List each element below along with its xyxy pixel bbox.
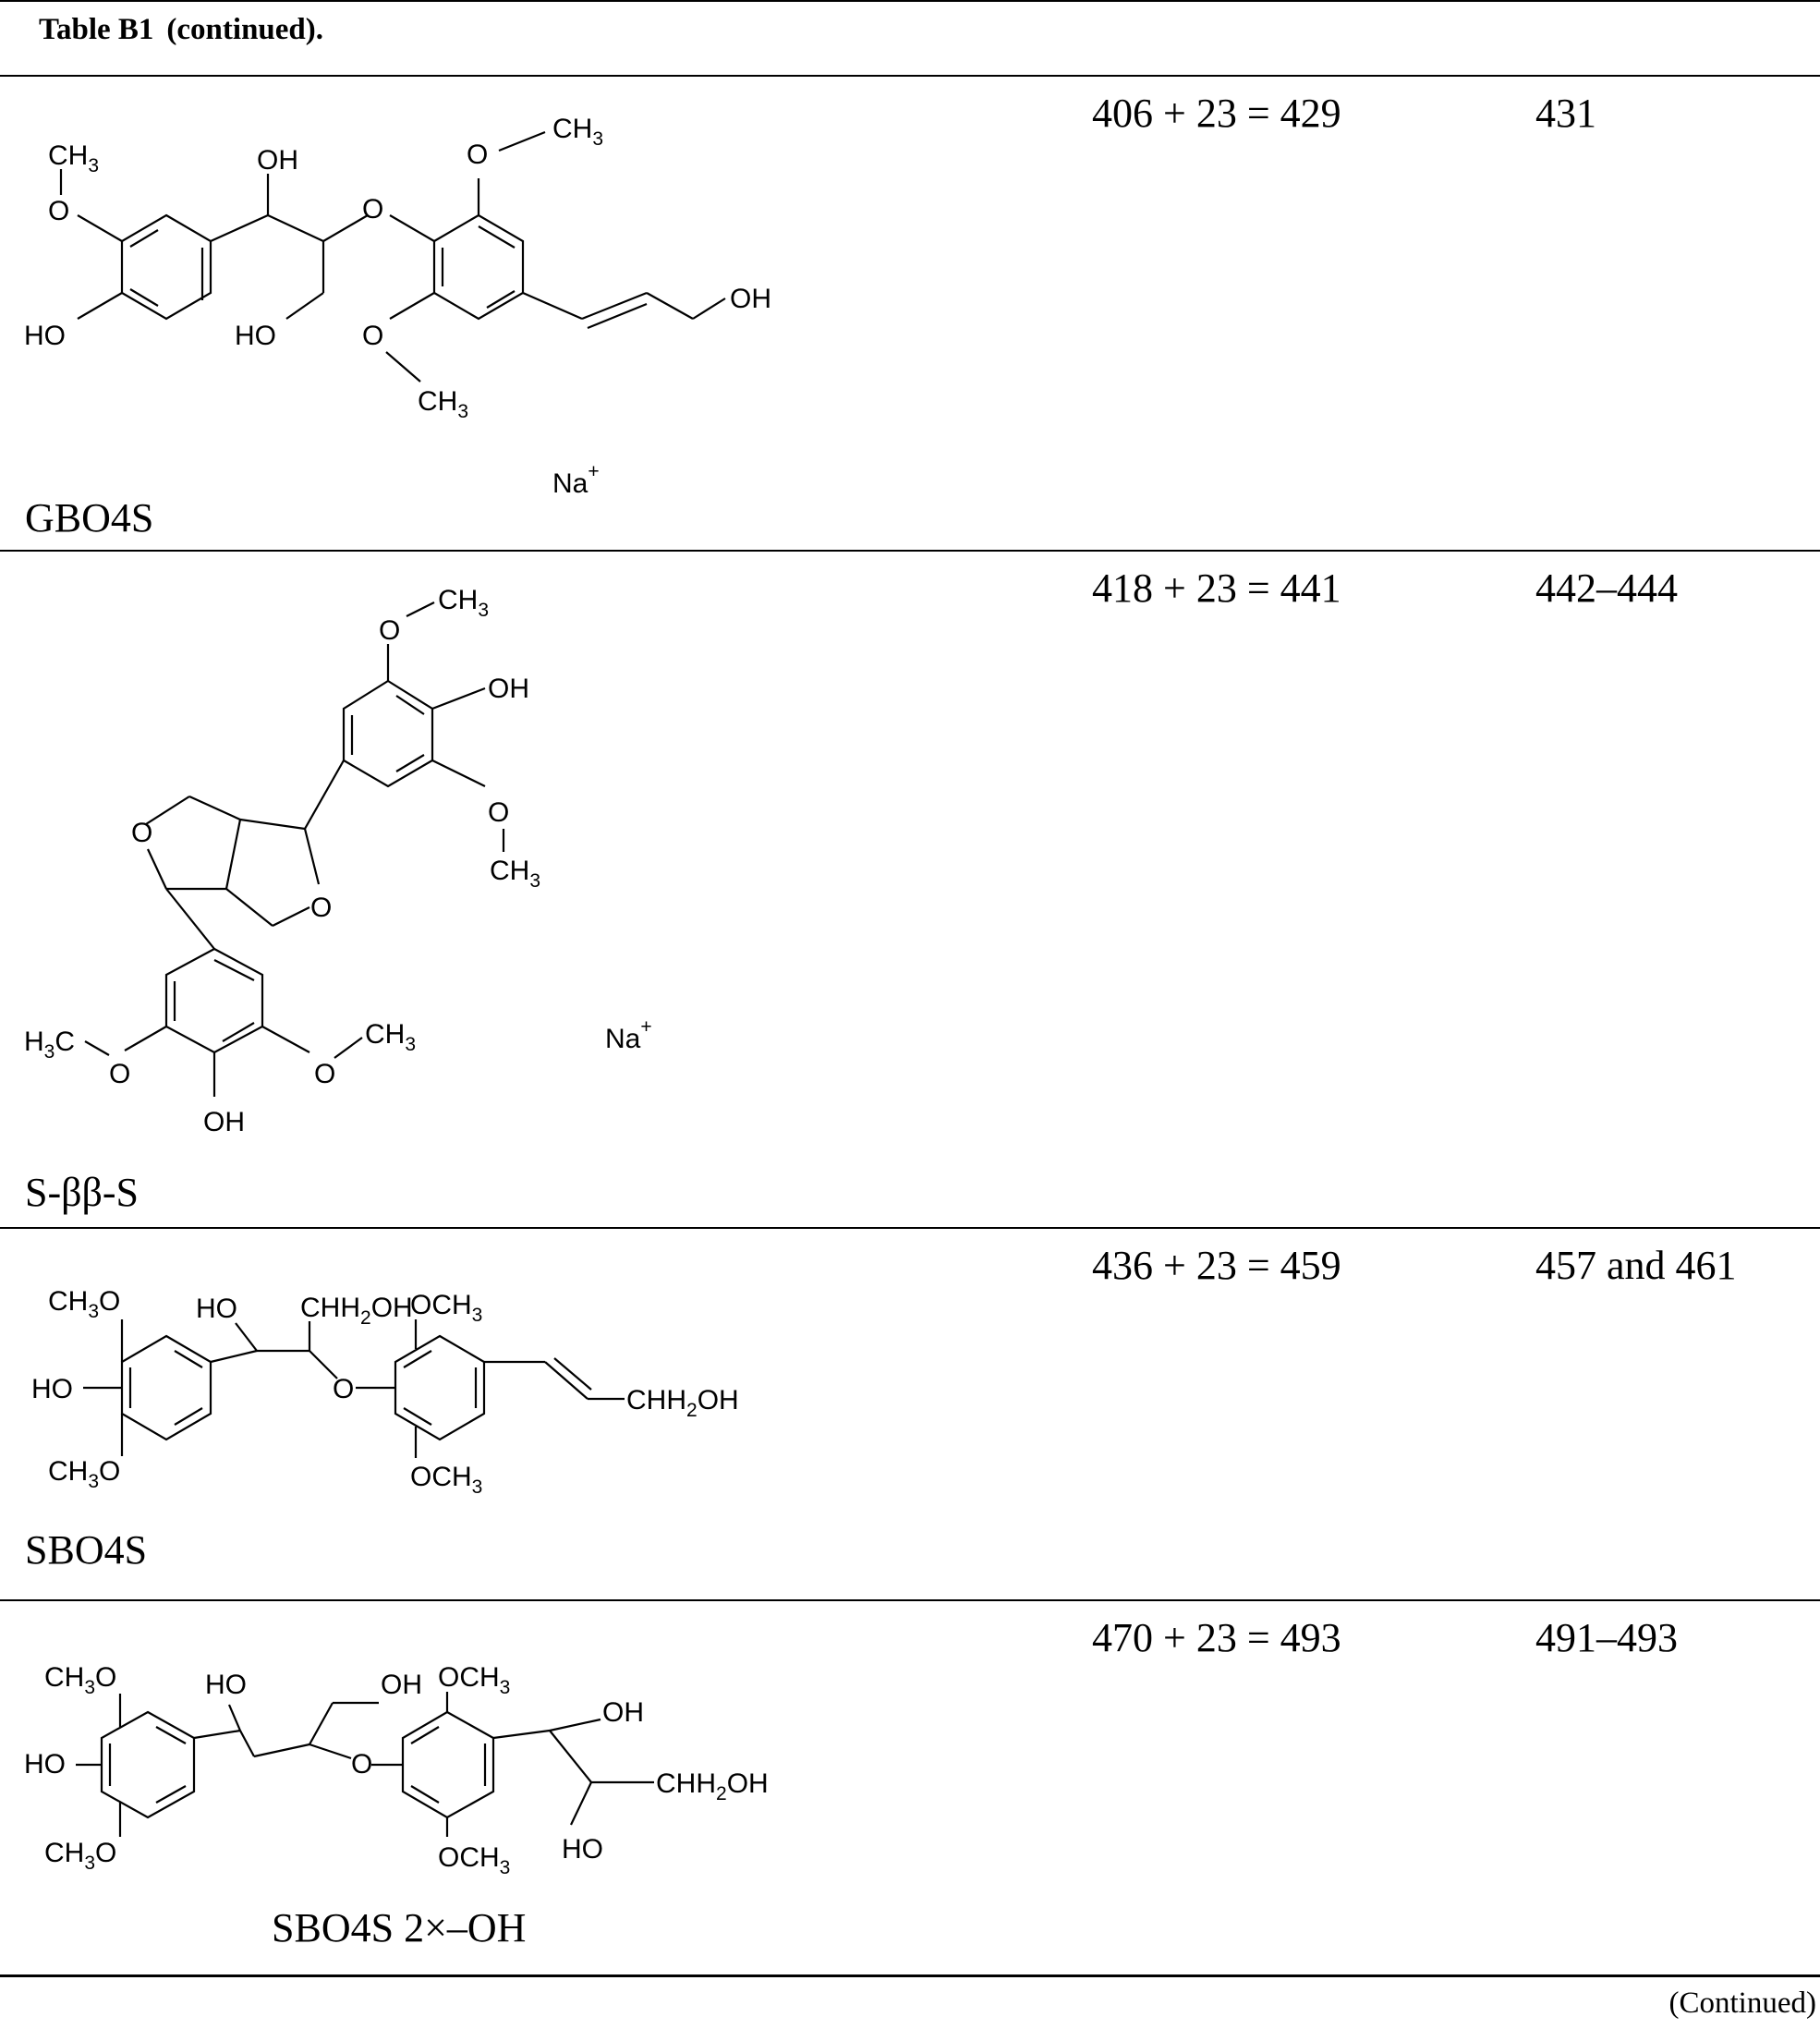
atom-ho: HO (235, 321, 276, 351)
atom-ch3: CH3 (490, 856, 540, 892)
atom-o: O (310, 893, 332, 923)
mz-calculated: 470 + 23 = 493 (1092, 1615, 1341, 1660)
mz-calculated: 436 + 23 = 459 (1092, 1243, 1341, 1288)
atom-ch3o: CH3O (48, 1456, 120, 1492)
top-rule (0, 0, 1820, 2)
atom-ch3: CH3 (418, 386, 468, 422)
atom-oh: OH (602, 1697, 644, 1728)
compound-name: S-ββ-S (25, 1170, 140, 1215)
atom-o: O (467, 140, 488, 170)
atom-ho: HO (24, 1749, 66, 1780)
atom-ch3o: CH3O (48, 1286, 120, 1322)
table-row: O CH3 HO OH O HO O CH3 O CH3 (0, 77, 1820, 550)
atom-ch3: CH3 (552, 114, 603, 150)
atom-o: O (488, 797, 509, 828)
table-caption-suffix: (continued). (166, 13, 324, 46)
mz-observed: 457 and 461 (1535, 1243, 1737, 1288)
atom-ch3: CH3 (438, 585, 489, 621)
atom-o: O (379, 615, 400, 646)
atom-o: O (109, 1059, 130, 1089)
atom-ho: HO (205, 1670, 247, 1700)
compound-name: SBO4S (25, 1527, 148, 1573)
atom-h3c: H3C (24, 1027, 75, 1063)
caption-rule (0, 75, 1820, 77)
atom-o: O (351, 1749, 372, 1780)
atom-och3: OCH3 (438, 1662, 510, 1698)
counter-ion-na: Na+ (552, 461, 600, 499)
atom-ho: HO (24, 321, 66, 351)
compound-name: GBO4S (25, 495, 154, 541)
atom-oh: OH (730, 284, 771, 314)
atom-och3: OCH3 (410, 1290, 482, 1326)
counter-ion-na: Na+ (605, 1016, 652, 1054)
continued-note: (Continued) (1668, 1986, 1816, 2020)
table-row: O CH3 OH O CH3 O O O H3C (0, 552, 1820, 1227)
mz-observed: 431 (1535, 91, 1596, 136)
atom-o: O (362, 321, 383, 351)
structure-sbo4s: CH3O HO CH3O HO CHH2OH O OCH3 OCH3 CHH2O… (31, 1286, 739, 1498)
atom-ch3: CH3 (365, 1019, 416, 1055)
compound-name: SBO4S 2×–OH (272, 1905, 527, 1950)
structure-sbo4s-2oh: CH3O HO CH3O HO OH O OCH3 OCH3 OH HO (24, 1662, 769, 1878)
atom-o: O (48, 196, 69, 226)
table-row: CH3O HO CH3O HO CHH2OH O OCH3 OCH3 CHH2O… (0, 1229, 1820, 1599)
row-rule-3 (0, 1599, 1820, 1601)
atom-oh: OH (257, 145, 298, 176)
mz-observed: 491–493 (1535, 1615, 1678, 1660)
mz-observed: 442–444 (1535, 565, 1678, 611)
atom-oh: OH (488, 674, 529, 704)
atom-och3: OCH3 (438, 1842, 510, 1878)
atom-ch3o: CH3O (44, 1838, 116, 1874)
atom-ho: HO (196, 1294, 237, 1324)
atom-o: O (314, 1059, 335, 1089)
table-label: Table B1 (39, 13, 154, 46)
mz-calculated: 406 + 23 = 429 (1092, 91, 1341, 136)
atom-o: O (333, 1374, 354, 1404)
atom-ch3o: CH3O (44, 1662, 116, 1698)
atom-o: O (131, 818, 152, 848)
atom-och3: OCH3 (410, 1462, 482, 1498)
atom-ho: HO (562, 1834, 603, 1865)
bottom-rule (0, 1974, 1820, 1977)
structure-s-bb-s: O CH3 OH O CH3 O O O H3C (24, 585, 652, 1137)
structure-gbo4s: O CH3 HO OH O HO O CH3 O CH3 (24, 114, 771, 499)
atom-o: O (362, 194, 383, 225)
atom-oh: OH (381, 1670, 422, 1700)
atom-ho: HO (31, 1374, 73, 1404)
atom-ch2oh: CHH2OH (656, 1768, 769, 1804)
mz-calculated: 418 + 23 = 441 (1092, 565, 1341, 611)
table-caption: Table B1 (continued). (39, 13, 323, 47)
atom-ch2oh: CHH2OH (626, 1385, 739, 1421)
row-rule-2 (0, 1227, 1820, 1229)
row-rule-1 (0, 550, 1820, 552)
atom-ch2oh: CHH2OH (300, 1293, 413, 1329)
atom-ch3: CH3 (48, 140, 99, 176)
atom-oh: OH (203, 1107, 245, 1137)
table-row: CH3O HO CH3O HO OH O OCH3 OCH3 OH HO (0, 1601, 1820, 1974)
